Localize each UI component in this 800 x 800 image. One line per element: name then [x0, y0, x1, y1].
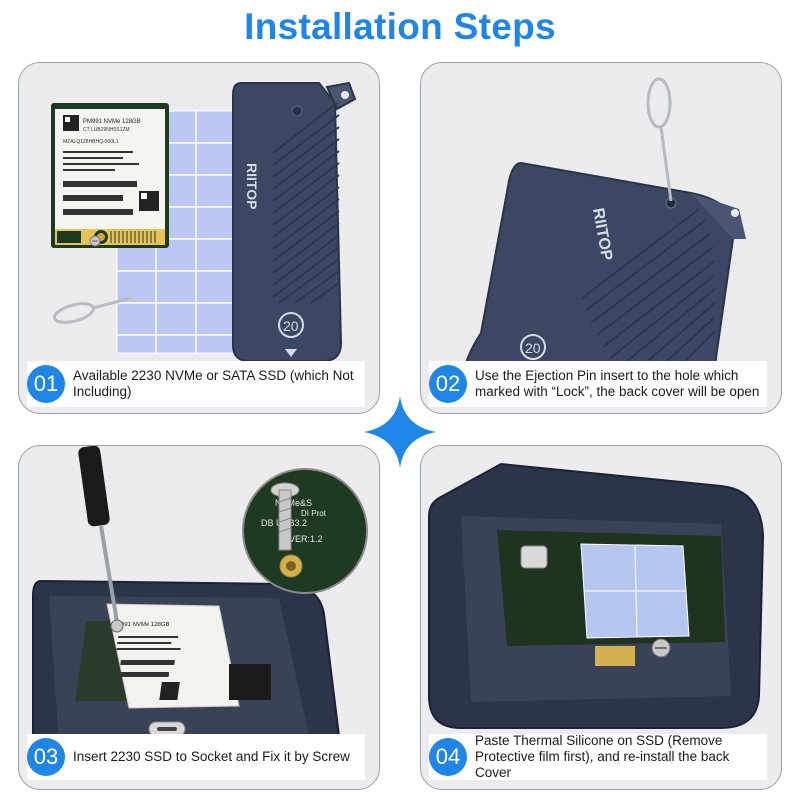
step-caption-2: 02 Use the Ejection Pin insert to the ho… [429, 361, 767, 407]
page-title: Installation Steps [244, 6, 556, 47]
screw-icon [270, 482, 300, 551]
size-mark-text: 20 [283, 318, 299, 334]
zoom-detail: NVMe&S DB USB3.2 VER:1.2 DI Prot [242, 468, 368, 594]
step-description: Insert 2230 SSD to Socket and Fix it by … [73, 749, 350, 764]
sparkle-icon [364, 396, 436, 468]
ssd-card: PM991 NVMe 128GB [106, 603, 271, 709]
board-text-3: VER:1.2 [289, 534, 323, 544]
step-caption-4: 04 Paste Thermal Silicone on SSD (Remove… [429, 733, 767, 780]
step-description: Available 2230 NVMe or SATA SSD (which N… [73, 368, 354, 399]
step-1-illustration: PM991 NVMe 128GB CT LUB29NH0S1ZM MZALQ12… [51, 81, 357, 362]
step-2-illustration: RIITOP 20 [459, 77, 746, 394]
step-4-illustration [428, 462, 765, 729]
step-panel-1: PM991 NVMe 128GB CT LUB29NH0S1ZM MZALQ12… [18, 62, 380, 414]
ejection-pin [53, 296, 132, 324]
board-text-4: DI Prot [301, 509, 327, 518]
usb-c-port [148, 721, 186, 737]
step-description: Use the Ejection Pin insert to the hole … [475, 368, 760, 399]
enclosure-case: RIITOP 20 [232, 81, 357, 362]
step-panel-4: 04 Paste Thermal Silicone on SSD (Remove… [420, 445, 782, 790]
brand-logo-text: RIITOP [244, 163, 260, 209]
screw-icon [89, 235, 101, 247]
step-number-badge: 01 [27, 365, 65, 403]
arrow-down-icon [285, 349, 297, 357]
screwdriver [78, 446, 124, 633]
ssd-line2-text: CT LUB29NH0S1ZM [83, 127, 130, 133]
size-mark-text: 20 [525, 340, 541, 356]
step-number-badge: 03 [27, 738, 65, 776]
step-number-badge: 04 [429, 738, 467, 776]
ssd-card: PM991 NVMe 128GB CT LUB29NH0S1ZM MZALQ12… [51, 103, 169, 248]
step-caption-1: 01 Available 2230 NVMe or SATA SSD (whic… [27, 361, 365, 407]
thermal-pad [580, 543, 690, 639]
usb-c-port [520, 545, 548, 569]
step-caption-3: 03 Insert 2230 SSD to Socket and Fix it … [27, 734, 365, 780]
step-panel-2: RIITOP 20 02 Use the Ejection Pin insert… [420, 62, 782, 414]
step-number-badge: 02 [429, 365, 467, 403]
board-text-1: NVMe&S [275, 498, 312, 508]
step-panel-3: PM991 NVMe 128GB NVMe&S DB [18, 445, 380, 790]
ssd-model-text: PM991 NVMe 128GB [83, 119, 141, 125]
step-3-illustration: PM991 NVMe 128GB NVMe&S DB [32, 446, 368, 777]
ssd-model-text: PM991 NVMe 128GB [111, 622, 169, 628]
step-description: Paste Thermal Silicone on SSD (Remove Pr… [475, 733, 730, 780]
enclosure-tilted: RIITOP 20 [459, 161, 746, 394]
ssd-line3-text: MZALQ128HBHQ-000L1 [63, 139, 119, 145]
screw-icon [651, 638, 671, 658]
ejection-pin [646, 77, 673, 202]
